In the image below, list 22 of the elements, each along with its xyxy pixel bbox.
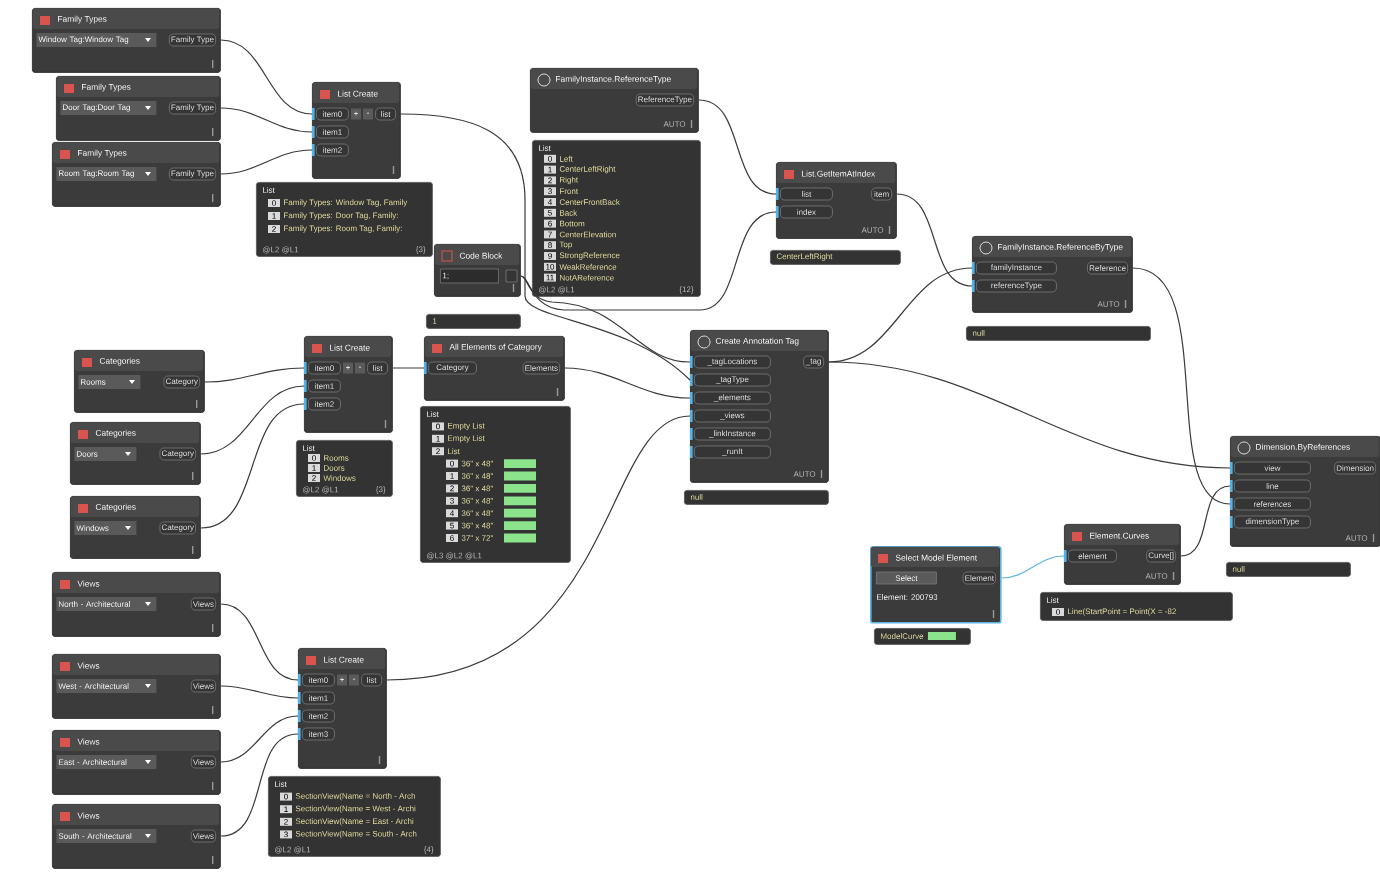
connector (698, 99, 777, 195)
connector (220, 685, 299, 699)
connector (564, 367, 691, 399)
connector (386, 415, 691, 681)
connector (1132, 267, 1231, 505)
connector (220, 149, 313, 175)
connector (1001, 555, 1065, 579)
connector (220, 733, 299, 837)
connector (220, 715, 299, 763)
connector (220, 603, 299, 681)
connector (200, 385, 305, 455)
connector (400, 113, 691, 381)
connector (1180, 485, 1231, 557)
connector (828, 361, 1231, 469)
connector (392, 367, 425, 369)
connector (220, 39, 313, 115)
connector (520, 275, 691, 363)
connector (204, 367, 305, 383)
connector (896, 193, 973, 287)
connector (520, 211, 777, 311)
connector (200, 403, 305, 529)
connector (220, 107, 313, 133)
